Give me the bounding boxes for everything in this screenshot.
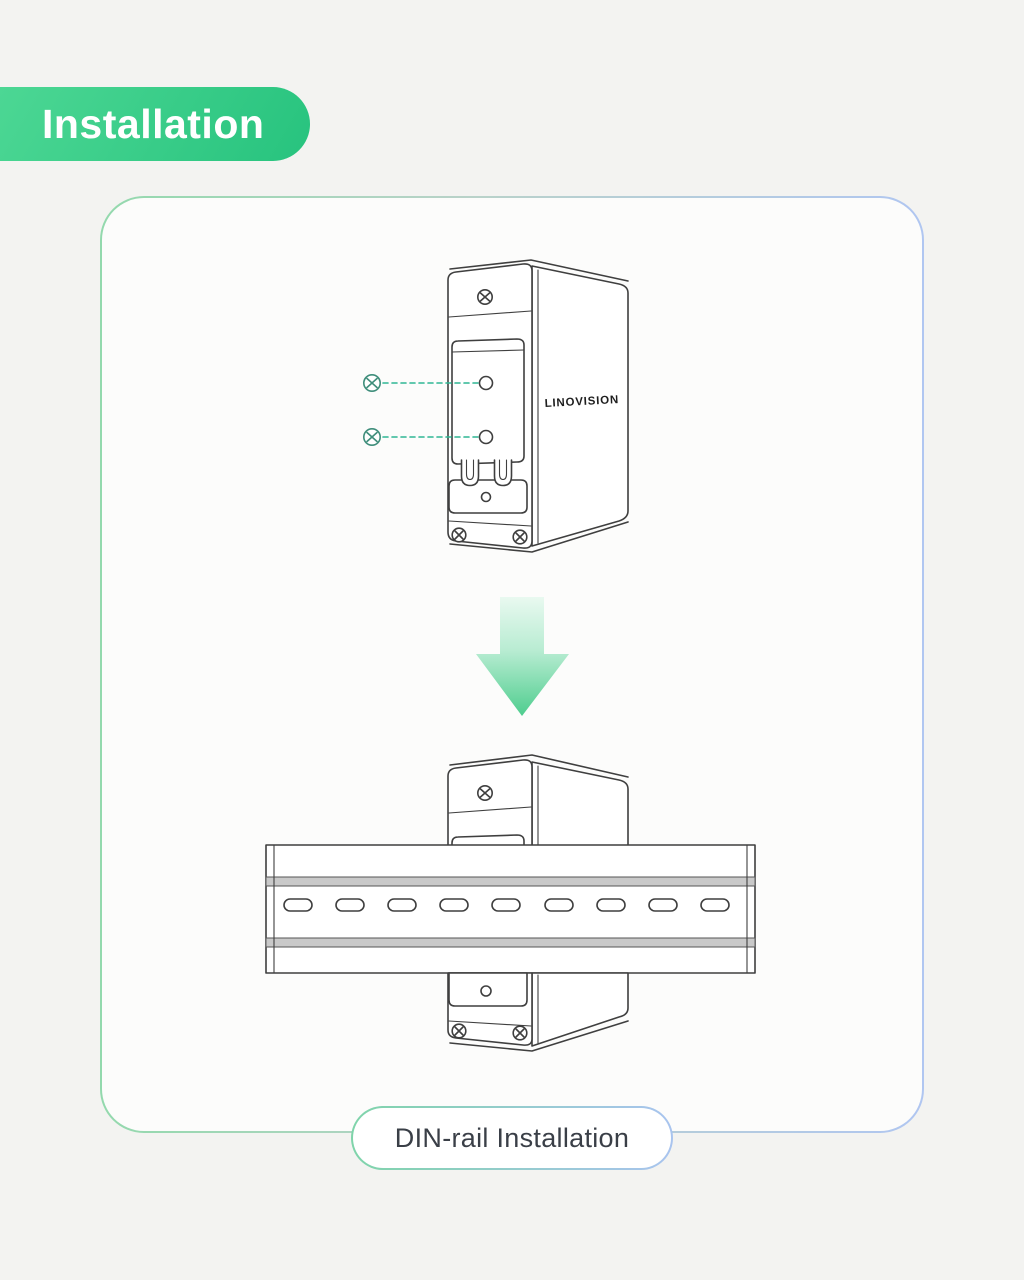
- section-badge: Installation: [0, 87, 311, 161]
- diagram-caption-pill: DIN-rail Installation: [353, 1108, 671, 1168]
- diagram-caption-label: DIN-rail Installation: [394, 1122, 630, 1153]
- diagram-panel: [100, 196, 924, 1133]
- diagram-caption: DIN-rail Installation: [351, 1106, 673, 1170]
- section-badge-label: Installation: [42, 100, 265, 147]
- diagram-panel-background: [102, 198, 922, 1131]
